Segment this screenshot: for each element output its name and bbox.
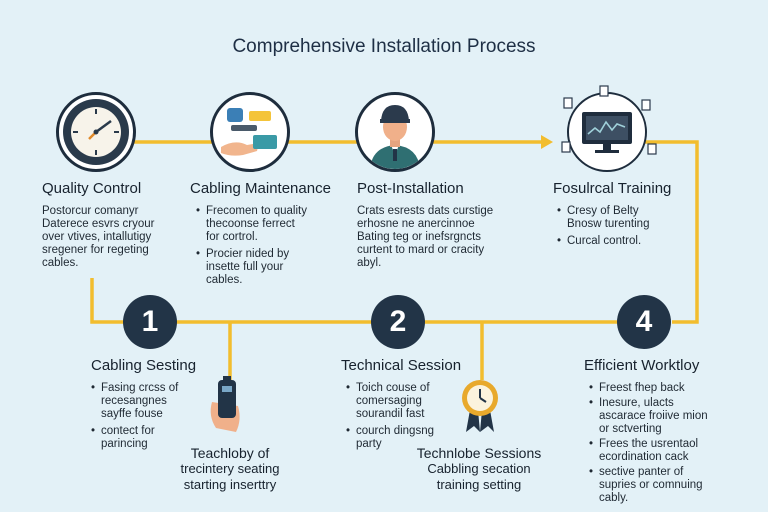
cable-tester-icon xyxy=(210,376,240,432)
list-item: Fasing crcss of recesangnes sayffe fouse xyxy=(91,382,178,421)
list-item: contect for parincing xyxy=(91,425,178,451)
step-heading-cabling-sesting: Cabling Sesting xyxy=(91,357,197,374)
sub-title-line: training setting xyxy=(436,477,522,492)
clock-icon xyxy=(56,92,136,172)
sub-title-line: Cabbling secation xyxy=(427,461,531,476)
document-icons xyxy=(561,85,657,155)
list-item: Cresy of Belty Bnosw turenting xyxy=(557,205,649,231)
handshake-cables-icon xyxy=(210,92,290,172)
step-number-2: 2 xyxy=(371,295,425,349)
step-number-4: 4 xyxy=(617,295,671,349)
list-item: courch dingsng party xyxy=(346,425,434,451)
list-item: Frees the usrentaol ecordination cack xyxy=(589,438,708,464)
connector-right-drop xyxy=(600,140,699,324)
connector-bottom xyxy=(90,278,620,324)
step-description-quality-control: Postorcur comanyr Daterece esvrs cryour … xyxy=(42,205,155,269)
list-item: Procier nided by insette full your cable… xyxy=(196,248,307,287)
step-heading-quality-control: Quality Control xyxy=(42,180,142,197)
step-heading-training: Fosulrcal Training xyxy=(553,180,672,197)
step-number-1: 1 xyxy=(123,295,177,349)
step-heading-post-installation: Post-Installation xyxy=(357,180,464,197)
page-title: Comprehensive Installation Process xyxy=(232,36,536,57)
step-bullets-technical-session: Toich couse of comersaging sourandil fas… xyxy=(346,382,434,455)
monitor-icon xyxy=(567,92,647,172)
list-item: Inesure, ulacts ascarace froiive mion or… xyxy=(589,397,708,436)
sub-title-line: starting inserttry xyxy=(183,477,277,492)
step-bullets-cabling-sesting: Fasing crcss of recesangnes sayffe fouse… xyxy=(91,382,178,455)
sub-title-main: Technlobe Sessions xyxy=(416,445,542,461)
list-item: Toich couse of comersaging sourandil fas… xyxy=(346,382,434,421)
step-description-post-installation: Crats esrests dats curstige erhosne ne a… xyxy=(357,205,494,269)
list-item: Freest fhep back xyxy=(589,382,708,395)
step-bullets-training: Cresy of Belty Bnosw turenting Curcal co… xyxy=(557,205,649,252)
step-heading-cabling-maintenance: Cabling Maintenance xyxy=(190,180,331,197)
step-heading-technical-session: Technical Session xyxy=(341,357,462,374)
list-item: sective panter of supries or comnuing ca… xyxy=(589,466,708,505)
sub-title-teachloby: Teachloby of trecintery seating starting… xyxy=(164,445,296,493)
connector-arrowhead xyxy=(541,135,553,149)
step-heading-efficient-worktloy: Efficient Worktloy xyxy=(584,357,700,374)
list-item: Curcal control. xyxy=(557,235,649,248)
sub-title-line: trecintery seating xyxy=(180,461,280,476)
sub-title-main: Teachloby of xyxy=(190,445,270,461)
technician-icon xyxy=(355,92,435,172)
step-bullets-efficient-worktloy: Freest fhep back Inesure, ulacts ascarac… xyxy=(589,382,708,505)
list-item: Frecomen to quality thecoonse ferrect fo… xyxy=(196,205,307,244)
step-bullets-cabling-maintenance: Frecomen to quality thecoonse ferrect fo… xyxy=(196,205,307,291)
sub-title-technlobe: Technlobe Sessions Cabbling secation tra… xyxy=(404,445,554,493)
stopwatch-medal-icon xyxy=(462,380,498,432)
